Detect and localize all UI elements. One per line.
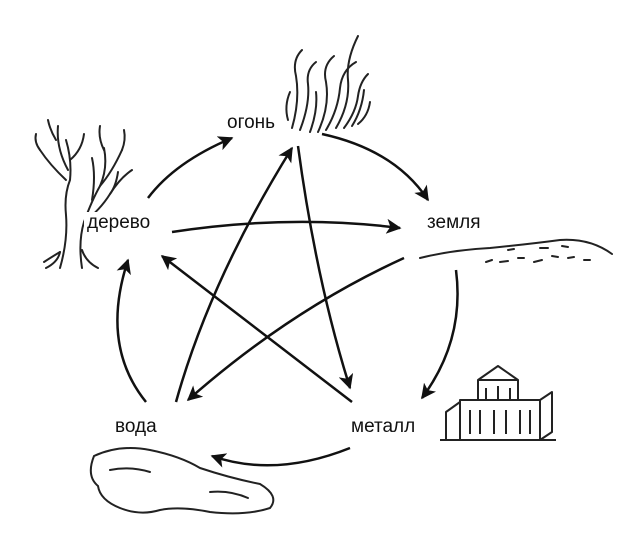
tree-icon [34, 119, 133, 269]
arrow-water-to-fire [174, 146, 294, 403]
arrow-fire-to-metal [296, 145, 354, 390]
arrow-metal-to-wood [160, 255, 353, 403]
flame-icon [285, 35, 371, 133]
label-wood: дерево [84, 212, 154, 234]
arrow-fire-to-earth [321, 132, 430, 202]
building-icon [440, 365, 556, 441]
label-water: вода [112, 416, 160, 438]
label-fire: огонь [224, 112, 279, 134]
hill-icon [419, 238, 613, 263]
overcoming-cycle [160, 145, 405, 403]
arrow-earth-to-metal [420, 269, 459, 400]
arrow-metal-to-water [210, 446, 351, 468]
label-earth: земля [424, 212, 484, 234]
puddle-icon [89, 447, 275, 515]
arrow-wood-to-fire [147, 136, 234, 199]
arrow-wood-to-earth [171, 218, 402, 234]
label-metal: металл [348, 416, 419, 438]
arrow-water-to-wood [116, 258, 147, 403]
generating-cycle [116, 132, 459, 468]
arrow-earth-to-water [186, 256, 405, 401]
